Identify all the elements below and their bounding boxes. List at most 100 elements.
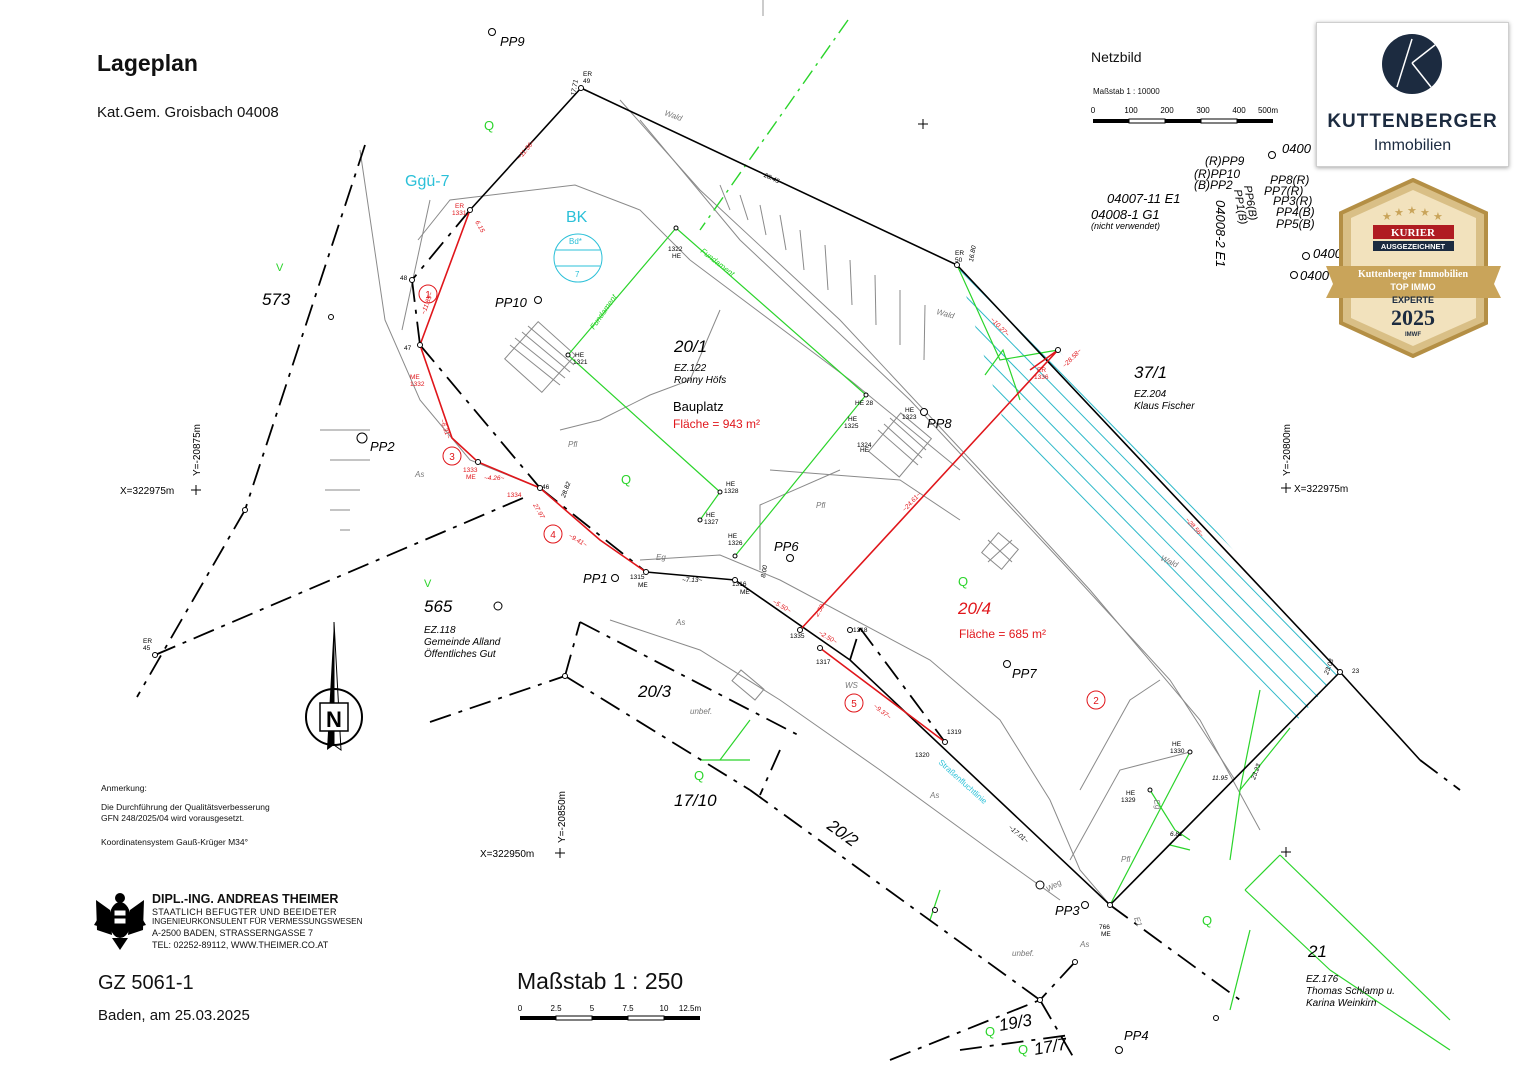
bk-symbol — [553, 233, 603, 283]
coord-label: Y=-20875m — [192, 424, 203, 476]
land-use: Wald — [1159, 554, 1180, 570]
scale-tick: 10 — [660, 1004, 669, 1013]
point-code: 1331 — [452, 210, 467, 217]
plan-date: Baden, am 25.03.2025 — [98, 1007, 250, 1024]
point-code: ER — [583, 71, 592, 78]
small-point-labels: ER 49 ER 50 ER 45 ER 1331 ME 1332 1333 M… — [143, 71, 1360, 938]
logo-subtitle: Immobilien — [1373, 137, 1452, 154]
netzbild-ticks: 0 100 200 300 400 500m — [1091, 106, 1279, 115]
netz-label: 04008-2 E1 — [1213, 200, 1228, 267]
land-use: Fundament — [699, 246, 737, 278]
dimension: ~11.56~ — [516, 139, 537, 162]
land-use: Weg — [1045, 878, 1064, 894]
netzbild-scale-bar — [1093, 118, 1273, 124]
svg-text:★: ★ — [1382, 211, 1392, 223]
q-symbol: Q — [985, 1024, 995, 1039]
surveyor-name: DIPL.-ING. ANDREAS THEIMER — [152, 892, 339, 906]
dimension: ~28.56~ — [1184, 517, 1205, 540]
point-code: 47 — [404, 345, 412, 352]
coord-label: X=322975m — [1294, 484, 1348, 495]
point-code: 1330 — [1170, 748, 1185, 755]
dimension: ~9.37~ — [872, 703, 892, 721]
point-code: 1333 — [463, 467, 478, 474]
point-code: HE — [726, 481, 736, 488]
point-code: 1321 — [573, 359, 588, 366]
point-code: HE — [1126, 790, 1136, 797]
dimension: ~24.61~ — [901, 491, 923, 513]
point-code: 1323 — [902, 414, 917, 421]
scale-tick: 7.5 — [622, 1004, 634, 1013]
badge-year: 2025 — [1391, 305, 1435, 330]
land-use: As — [1079, 940, 1089, 949]
dimension: ~4.26~ — [484, 475, 504, 482]
parcel-number: 17/10 — [674, 791, 717, 810]
logo-mark-icon — [1382, 34, 1442, 94]
green-symbols: Q Q Q Q Q Q Q V V — [276, 118, 1212, 1057]
land-use: Pfl — [1121, 855, 1131, 864]
netz-label: 04007-11 E1 — [1107, 191, 1181, 206]
point-code: 1319 — [947, 729, 962, 736]
netz-tick: 100 — [1124, 106, 1138, 115]
point-code: HE — [575, 352, 585, 359]
point-code: ER — [955, 250, 964, 257]
dimension: 6.15 — [473, 220, 486, 235]
pp-label: PP4 — [1124, 1028, 1149, 1043]
point-code: 1329 — [1121, 797, 1136, 804]
cadastral-municipality: Kat.Gem. Groisbach 04008 — [97, 104, 279, 121]
badge-org: IMWF — [1405, 332, 1421, 338]
dimension: ~28.45~ — [759, 170, 784, 187]
svg-text:★: ★ — [1394, 207, 1404, 219]
surveyor-address: A-2500 BADEN, STRASSERNGASSE 7 — [152, 928, 314, 938]
pp-label: PP6 — [774, 539, 799, 554]
dimension: ~17.01~ — [1007, 824, 1030, 845]
netz-tick: 0 — [1091, 106, 1096, 115]
dimension: ~28.58~ — [1061, 347, 1083, 369]
parcel-number: 37/1 — [1134, 363, 1167, 382]
land-use: Wald — [935, 307, 955, 321]
page-title: Lageplan — [97, 50, 198, 76]
badge-kurier: KURIER — [1391, 227, 1436, 239]
parcel-number: 17/7 — [1032, 1034, 1068, 1059]
point-code: ER — [143, 638, 152, 645]
q-symbol: Q — [694, 768, 704, 783]
bd-label: Bd* — [569, 237, 582, 246]
land-use: As — [929, 791, 939, 800]
q-symbol: Q — [1202, 913, 1212, 928]
point-code: 1315 — [630, 574, 645, 581]
dimension: ~9.41~ — [567, 533, 588, 549]
land-use: Eg — [1152, 799, 1163, 811]
land-use: E1 — [1132, 916, 1144, 928]
red-circle-numbers: 1 3 4 5 2 — [425, 290, 1099, 710]
dashed-boundaries — [136, 144, 1461, 1061]
point-code: HE — [905, 407, 915, 414]
point-code: 45 — [143, 645, 151, 652]
point-code: 1324 — [857, 442, 872, 449]
netz-label: (R)PP10 — [1194, 167, 1240, 181]
bauplatz-label: Bauplatz — [673, 399, 724, 414]
point-code: 1320 — [915, 752, 930, 759]
point-code: 1327 — [704, 519, 719, 526]
award-badge: ★ ★ ★ ★ ★ KURIER AUSGEZEICHNET Kuttenber… — [1326, 178, 1501, 358]
parcel-number: 20/1 — [673, 337, 707, 356]
point-code: ME — [1101, 931, 1111, 938]
point-code: 1328 — [724, 488, 739, 495]
point-code: 766 — [1099, 924, 1110, 931]
point-code: 48 — [400, 275, 408, 282]
point-code: HE — [1172, 741, 1182, 748]
netz-label: 04008-1 G1 — [1091, 207, 1160, 222]
parcel-number: 573 — [262, 290, 291, 309]
dimension: 11.95 — [1212, 775, 1228, 782]
coord-label: X=322975m — [120, 486, 174, 497]
netzbild-title: Netzbild — [1091, 49, 1142, 65]
coord-label: X=322950m — [480, 849, 534, 860]
parcel-number: 20/2 — [823, 815, 862, 851]
circle-number: 3 — [449, 452, 455, 463]
dimension-labels: ~11.56~ ~28.45~ ~10.27~ ~28.58~ ~28.56~ … — [420, 79, 1335, 845]
point-code: HE — [728, 533, 738, 540]
netz-label: 0400 — [1300, 268, 1330, 283]
parcel-number: 565 — [424, 597, 453, 616]
point-code: 1335 — [790, 633, 805, 640]
parcel-labels: 573 565 EZ.118 Gemeinde Alland Öffentlic… — [262, 290, 1395, 1059]
surveyor-line: STAATLICH BEFUGTER UND BEEIDETER — [152, 907, 337, 917]
circle-number: 2 — [1093, 696, 1099, 707]
